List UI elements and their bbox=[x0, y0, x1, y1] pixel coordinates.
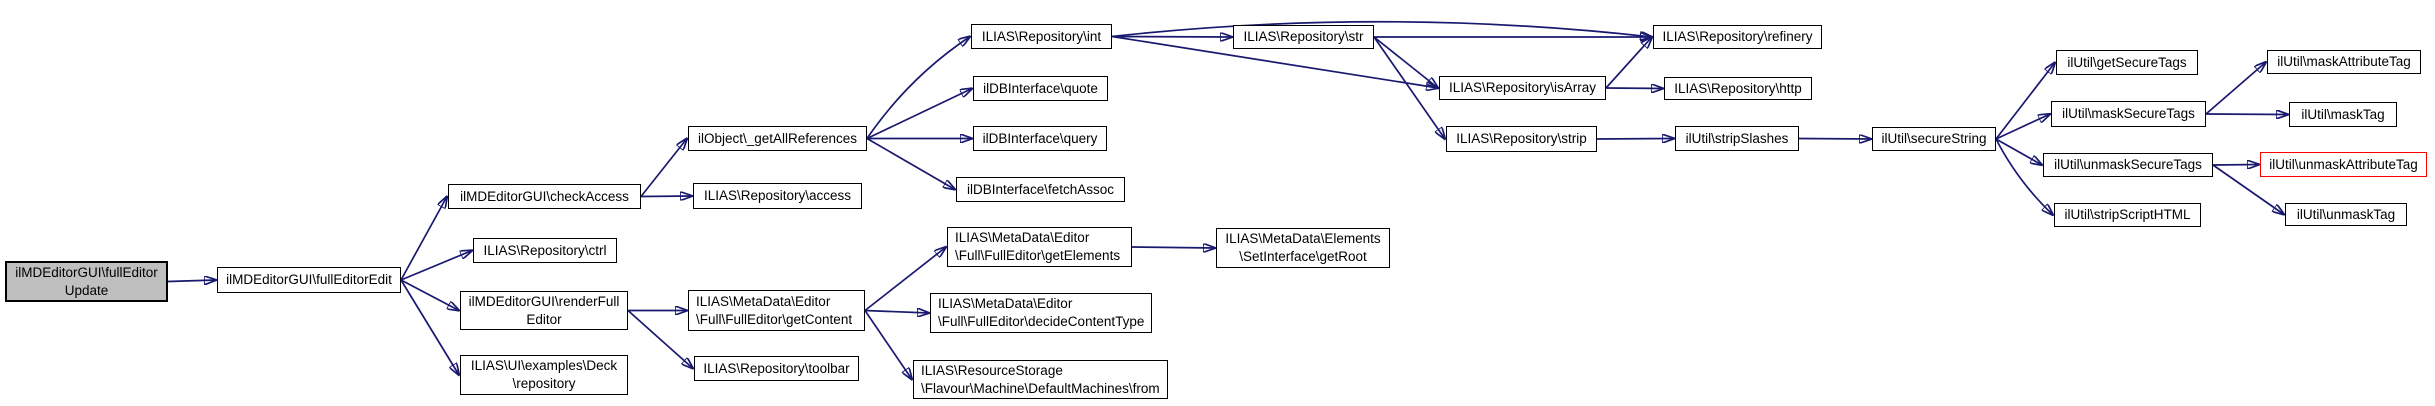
node-access[interactable]: ILIAS\Repository\access bbox=[693, 183, 862, 209]
node-ctrl[interactable]: ILIAS\Repository\ctrl bbox=[473, 238, 617, 263]
node-isArray[interactable]: ILIAS\Repository\isArray bbox=[1439, 76, 1606, 100]
node-query[interactable]: ilDBInterface\query bbox=[973, 126, 1107, 151]
node-getSecureTags[interactable]: ilUtil\getSecureTags bbox=[2056, 50, 2198, 75]
node-getElements[interactable]: ILIAS\MetaData\Editor \Full\FullEditor\g… bbox=[947, 227, 1132, 267]
node-http[interactable]: ILIAS\Repository\http bbox=[1664, 77, 1812, 100]
node-maskSecureTags[interactable]: ilUtil\maskSecureTags bbox=[2051, 101, 2206, 127]
node-maskAttributeTag[interactable]: ilUtil\maskAttributeTag bbox=[2267, 50, 2421, 74]
node-quote[interactable]: ilDBInterface\quote bbox=[973, 76, 1108, 101]
node-getRoot[interactable]: ILIAS\MetaData\Elements \SetInterface\ge… bbox=[1216, 228, 1390, 268]
node-maskTag[interactable]: ilUtil\maskTag bbox=[2289, 102, 2397, 127]
node-unmaskSecureTags[interactable]: ilUtil\unmaskSecureTags bbox=[2043, 153, 2213, 177]
node-renderFullEditor[interactable]: ilMDEditorGUI\renderFull Editor bbox=[460, 291, 628, 330]
node-checkAccess[interactable]: ilMDEditorGUI\checkAccess bbox=[448, 184, 641, 209]
node-deckRepository[interactable]: ILIAS\UI\examples\Deck \repository bbox=[460, 355, 628, 395]
node-decideContentType[interactable]: ILIAS\MetaData\Editor \Full\FullEditor\d… bbox=[930, 293, 1152, 333]
node-toolbar[interactable]: ILIAS\Repository\toolbar bbox=[694, 356, 859, 381]
node-stripScriptHTML[interactable]: ilUtil\stripScriptHTML bbox=[2054, 203, 2201, 227]
node-fetchAssoc[interactable]: ilDBInterface\fetchAssoc bbox=[956, 177, 1125, 202]
node-stripSlashes[interactable]: ilUtil\stripSlashes bbox=[1675, 126, 1799, 151]
node-getContent[interactable]: ILIAS\MetaData\Editor \Full\FullEditor\g… bbox=[688, 290, 865, 331]
node-unmaskAttributeTag[interactable]: ilUtil\unmaskAttributeTag bbox=[2260, 152, 2427, 177]
node-unmaskTag[interactable]: ilUtil\unmaskTag bbox=[2285, 203, 2407, 226]
node-int[interactable]: ILIAS\Repository\int bbox=[971, 24, 1112, 49]
node-strip[interactable]: ILIAS\Repository\strip bbox=[1446, 126, 1597, 152]
node-refinery[interactable]: ILIAS\Repository\refinery bbox=[1653, 25, 1822, 49]
node-getAllReferences[interactable]: ilObject\_getAllReferences bbox=[688, 126, 867, 151]
node-str[interactable]: ILIAS\Repository\str bbox=[1233, 25, 1374, 49]
node-secureString[interactable]: ilUtil\secureString bbox=[1872, 127, 1996, 151]
node-resourceFrom[interactable]: ILIAS\ResourceStorage \Flavour\Machine\D… bbox=[913, 360, 1168, 399]
node-fullEditorEdit[interactable]: ilMDEditorGUI\fullEditorEdit bbox=[217, 267, 401, 293]
node-fullEditorUpdate: ilMDEditorGUI\fullEditor Update bbox=[5, 261, 168, 302]
